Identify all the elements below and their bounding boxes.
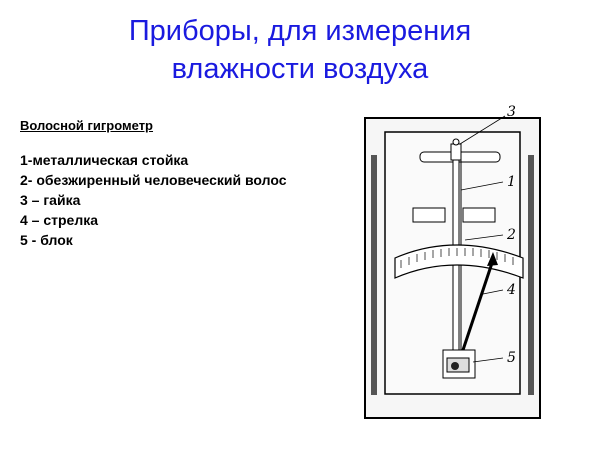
list-item: 2- обезжиренный человеческий волос [20,172,287,188]
callout-3: 3 [507,104,516,120]
nut-top [452,138,460,146]
hygrometer-diagram: 3 1 2 4 5 [364,104,541,419]
pointer-tip [487,252,498,266]
callout-2: 2 [506,227,516,243]
subtitle: Волосной гигрометр [20,118,154,133]
list-item: 5 - блок [20,232,73,248]
mid-bracket-left [412,207,446,223]
list-item: 3 – гайка [20,192,81,208]
mid-bracket-right [462,207,496,223]
scale-ticks [400,248,514,268]
list-item: 1-металлическая стойка [20,152,189,168]
scale-arc [394,244,524,279]
callout-5: 5 [507,350,516,366]
parts-list: 1-металлическая стойка 2- обезжиренный ч… [20,150,286,250]
slide-title: Приборы, для измерения влажности воздуха [0,12,600,88]
left-slot [371,155,377,395]
pointer-arrow [457,259,495,363]
callout-1: 1 [507,174,516,190]
right-slot [528,155,534,395]
callout-4: 4 [506,282,516,298]
list-item: 4 – стрелка [20,212,99,228]
title-line-1: Приборы, для измерения [128,15,472,47]
nut [450,143,462,161]
block-pulley [451,362,459,370]
title-line-2: влажности воздуха [171,53,429,85]
